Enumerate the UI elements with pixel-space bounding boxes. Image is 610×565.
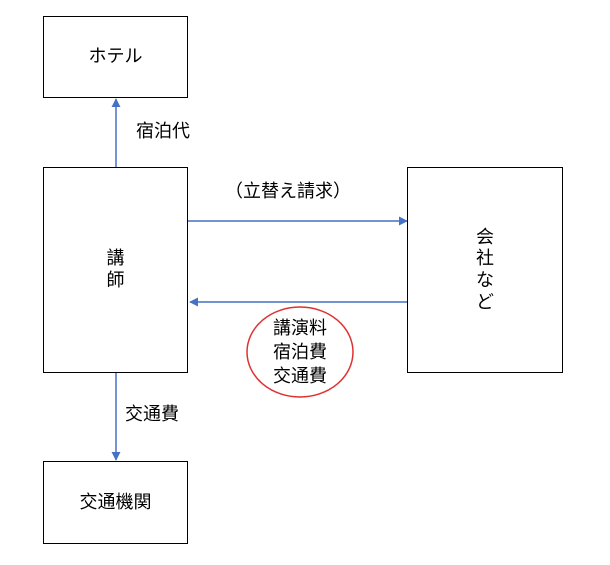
company-box: 会 社 な ど bbox=[407, 167, 563, 373]
payment-item-transport-fee: 交通費 bbox=[273, 366, 327, 387]
lecturer-label-char-1: 講 bbox=[106, 248, 125, 270]
transport-box: 交通機関 bbox=[43, 461, 188, 544]
company-label-char-4: ど bbox=[476, 291, 494, 313]
payment-items-list: 講演料 宿泊費 交通費 bbox=[262, 317, 338, 389]
hotel-box: ホテル bbox=[43, 16, 188, 98]
transport-fee-label: 交通費 bbox=[125, 404, 179, 425]
reimbursement-claim-label: （立替え請求） bbox=[225, 181, 351, 202]
company-label-char-3: な bbox=[476, 270, 494, 291]
company-label-char-1: 会 bbox=[476, 226, 494, 248]
payment-item-lodging-fee: 宿泊費 bbox=[273, 342, 327, 363]
lecturer-box: 講 師 bbox=[43, 167, 188, 373]
payment-item-lecture-fee: 講演料 bbox=[273, 318, 327, 339]
transport-label: 交通機関 bbox=[79, 491, 152, 513]
lecturer-label-char-2: 師 bbox=[106, 270, 125, 291]
lodging-fee-label: 宿泊代 bbox=[136, 121, 190, 142]
payment-items-highlight-circle bbox=[246, 306, 354, 398]
hotel-label: ホテル bbox=[88, 46, 143, 68]
company-label-char-2: 社 bbox=[476, 248, 494, 270]
